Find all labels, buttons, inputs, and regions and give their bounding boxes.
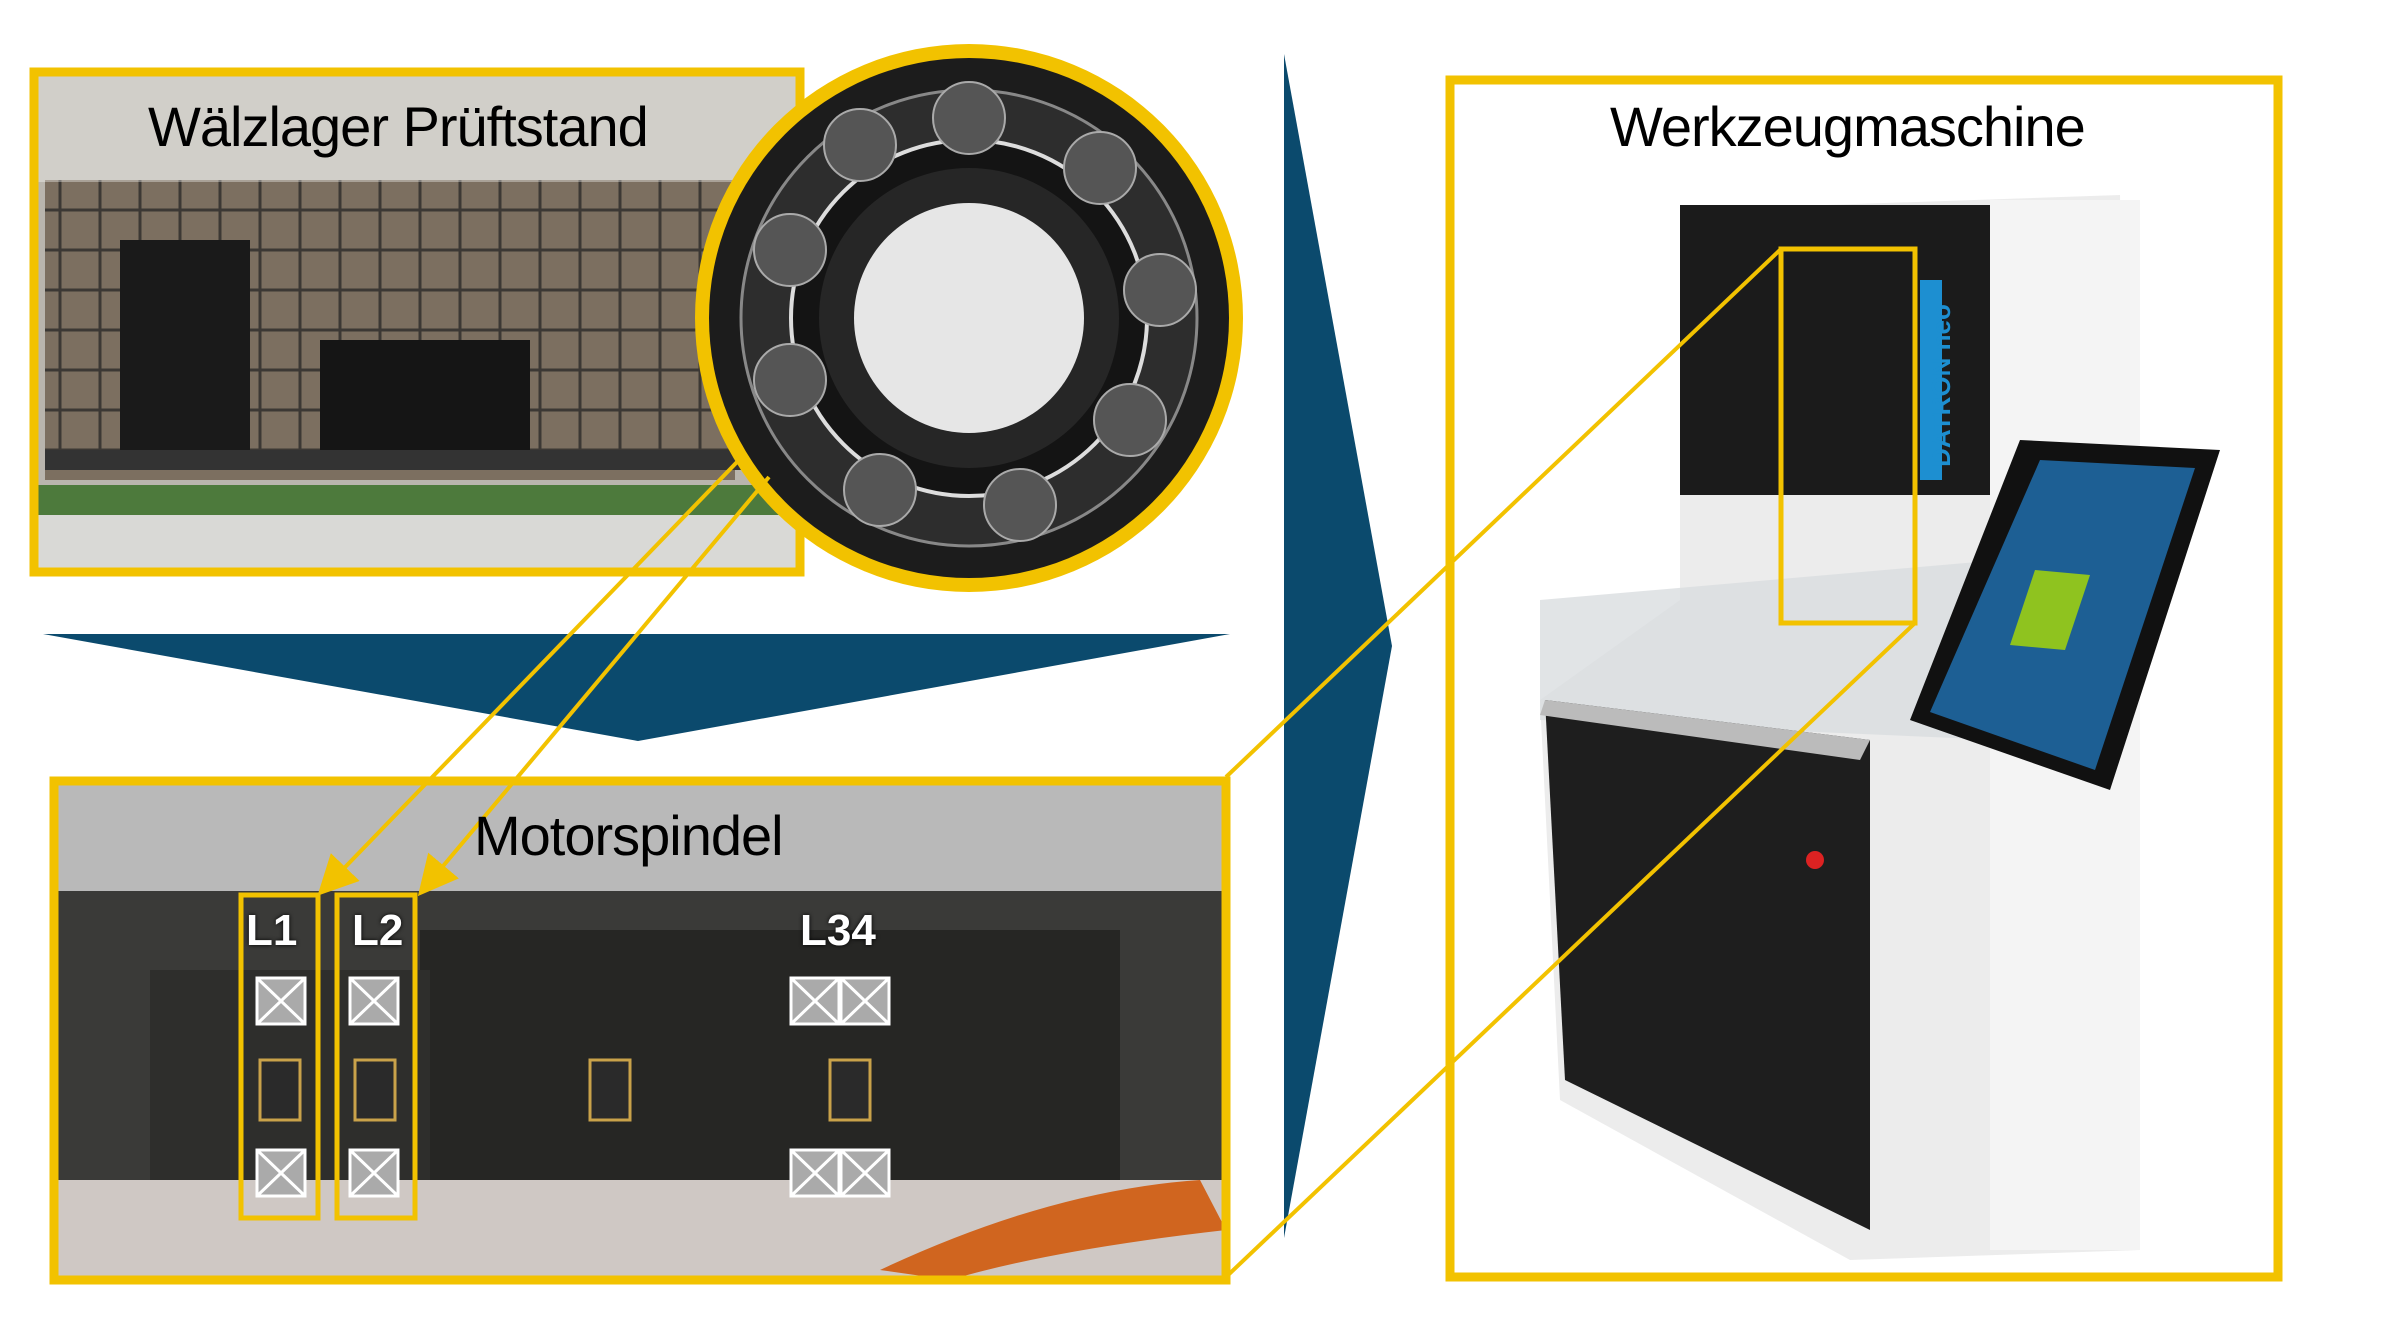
bearing-marker-l2-top [348,976,400,1026]
spindle-title: Motorspindel [474,804,784,867]
right-arrow [1284,54,1392,1238]
spindle-frame [49,776,1231,1285]
test-rig-photo [34,72,800,572]
l2-highlight-box [334,892,418,1221]
connector-bearing-to-l2 [417,475,771,897]
bearing-label-l2: L2 [352,906,404,955]
brand-logo: DATRON neo [1925,304,1956,467]
bearing-marker-l34-bottom [789,1148,891,1198]
connector-machine-bottom [1224,621,1917,1279]
bearing-image [695,44,1243,592]
bearing-marker-l2-bottom [348,1148,400,1198]
test-rig-title: Wälzlager Prüftstand [148,95,649,158]
machine-tool-title: Werkzeugmaschine [1610,95,2086,158]
bearing-markers [255,976,891,1198]
connector-bearing-to-l1 [317,459,740,896]
l1-highlight-box [238,892,321,1221]
bearing-marker-l34-top [789,976,891,1026]
bearing-label-l1: L1 [246,906,298,955]
spindle-highlight-box [1778,246,1918,626]
down-arrow [43,634,1230,741]
machine-tool-image [1540,195,2220,1260]
connector-machine-top [1224,247,1783,779]
bearing-label-l34: L34 [800,906,876,955]
bearing-marker-l1-top [255,976,307,1026]
bearing-marker-l1-bottom [255,1148,307,1198]
